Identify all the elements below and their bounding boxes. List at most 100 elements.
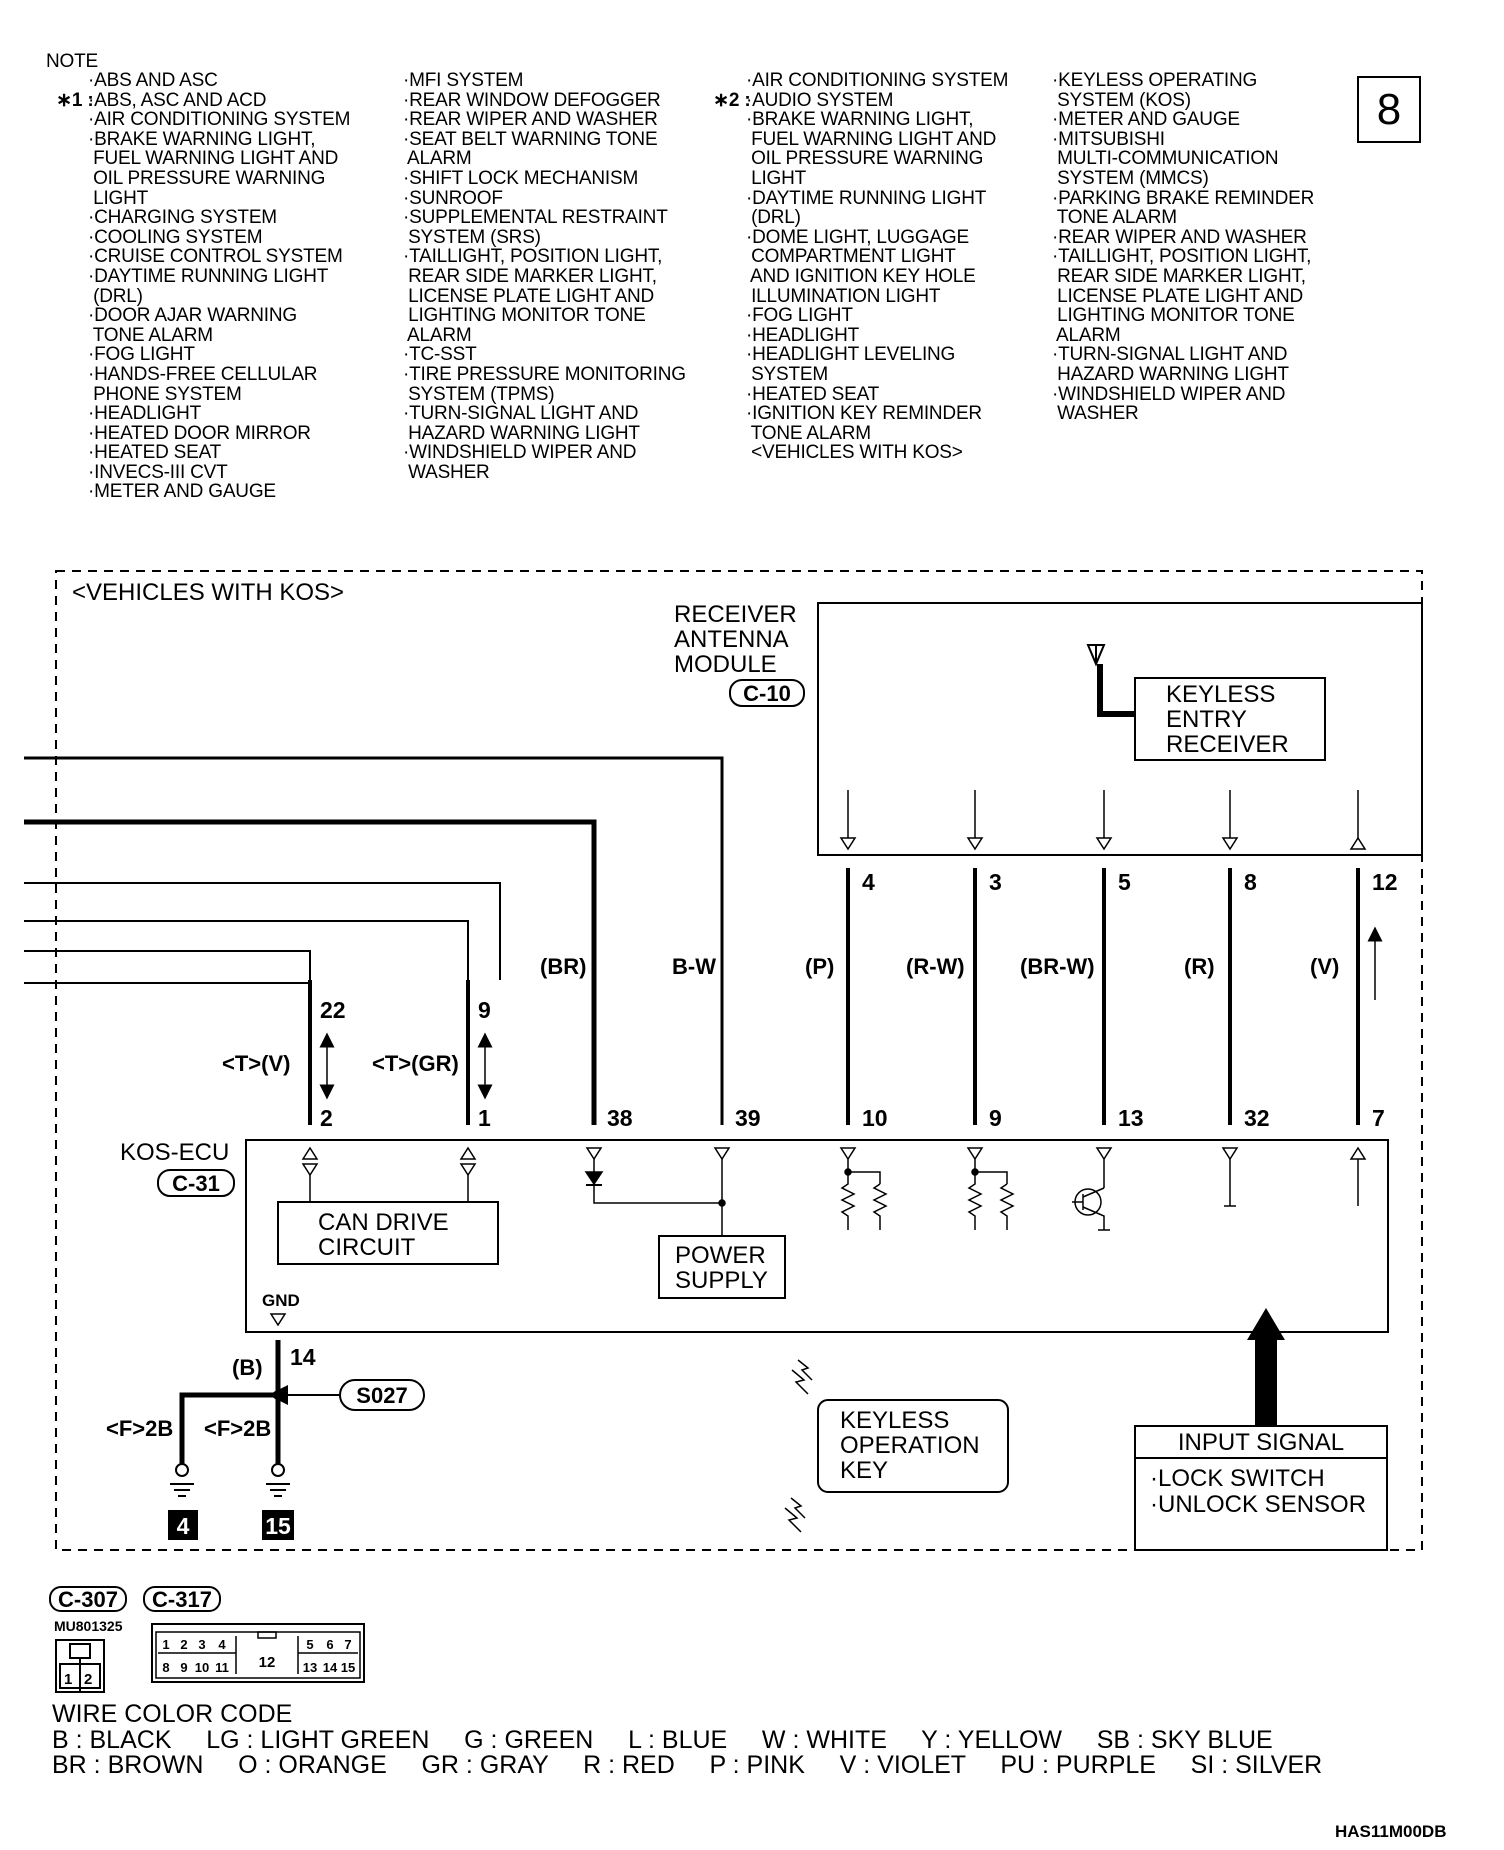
can-v-label: <T>(V): [222, 1051, 290, 1076]
receiver-connector: C-10: [743, 681, 791, 706]
note-line: OIL PRESSURE WARNING: [88, 167, 326, 189]
input-signal-arrow-head: [1247, 1308, 1285, 1340]
large-connector-pin: 2: [180, 1637, 187, 1652]
note-line: ·HEATED DOOR MIRROR: [88, 422, 311, 444]
note-line: ·SUPPLEMENTAL RESTRAINT: [403, 207, 668, 229]
note-line: ·REAR WIPER AND WASHER: [1052, 226, 1307, 248]
rw-p-bottom: 10: [862, 1105, 888, 1131]
note-line: ALARM: [1052, 324, 1121, 346]
note-line: TONE ALARM: [88, 324, 213, 346]
ker-label-1: KEYLESS: [1166, 681, 1275, 708]
rw-rw-color: (R-W): [906, 954, 965, 979]
ker-label-3: RECEIVER: [1166, 731, 1289, 758]
input-signal-item-2: ·UNLOCK SENSOR: [1150, 1491, 1366, 1518]
note-line: ·AIR CONDITIONING SYSTEM: [746, 70, 1009, 91]
note-line: SYSTEM (MMCS): [1052, 167, 1209, 189]
input-signal-arrow-shaft: [1255, 1336, 1277, 1426]
keyless-entry-receiver: [1134, 677, 1326, 761]
receiver-label-1: RECEIVER: [674, 601, 797, 628]
can-v-top-pin: 22: [320, 997, 346, 1023]
large-connector: [151, 1623, 365, 1683]
large-connector-pin: 4: [218, 1637, 226, 1652]
rw-v-top: 12: [1372, 869, 1398, 895]
wire-can-gr-a: [24, 882, 501, 980]
note-line: ·TURN-SIGNAL LIGHT AND: [1052, 344, 1288, 366]
note-line: ·ABS, ASC AND ACD: [88, 89, 267, 111]
note-line: LICENSE PLATE LIGHT AND: [403, 285, 655, 307]
connector-c317: C-317: [152, 1587, 212, 1612]
note-line: ·BRAKE WARNING LIGHT,: [746, 109, 974, 131]
wire-bw: [24, 756, 724, 1125]
can-gr-top-pin: 9: [478, 997, 491, 1023]
wire-color-code: WIRE COLOR CODE B : BLACK LG : LIGHT GRE…: [52, 1701, 1322, 1779]
small-connector: [55, 1639, 105, 1693]
kos-ecu-connector: C-31: [172, 1171, 220, 1196]
note-line: ·TAILLIGHT, POSITION LIGHT,: [1052, 246, 1312, 268]
rw-brw-bottom: 13: [1118, 1105, 1144, 1131]
ground-point-right: [262, 1510, 294, 1540]
note-line: MULTI-COMMUNICATION: [1052, 148, 1279, 170]
receiver-label-2: ANTENNA: [674, 626, 789, 653]
large-connector-pin: 8: [162, 1660, 169, 1675]
input-signal-item-1: ·LOCK SWITCH: [1150, 1465, 1325, 1492]
note-line: ILLUMINATION LIGHT: [746, 285, 941, 307]
note-line: ·HEATED SEAT: [88, 442, 222, 464]
note-line: ·TIRE PRESSURE MONITORING: [403, 363, 686, 385]
large-connector-pin: 13: [303, 1660, 317, 1675]
note-line: REAR SIDE MARKER LIGHT,: [403, 265, 657, 287]
ground-wire-color: (B): [232, 1355, 263, 1380]
wire-bw-color: B-W: [672, 954, 716, 979]
note-line: WASHER: [1052, 403, 1139, 425]
can-drive-circuit: [277, 1201, 499, 1265]
can-drive-2: CIRCUIT: [318, 1234, 416, 1261]
key-label-2: OPERATION: [840, 1432, 980, 1459]
note-line: ·WINDSHIELD WIPER AND: [403, 442, 637, 464]
note-line: ·PARKING BRAKE REMINDER: [1052, 187, 1315, 209]
note-line: AND IGNITION KEY HOLE: [746, 265, 976, 287]
wire-br-pin: 38: [607, 1105, 633, 1131]
ground-num-right: 15: [265, 1513, 291, 1539]
note-line: ·SHIFT LOCK MECHANISM: [403, 167, 639, 189]
connector-c307: C-307: [58, 1587, 118, 1612]
can-v-bottom-pin: 2: [320, 1105, 333, 1131]
note-line: LICENSE PLATE LIGHT AND: [1052, 285, 1304, 307]
note-line: ·SEAT BELT WARNING TONE: [403, 128, 658, 150]
ground-point-left: [168, 1510, 198, 1540]
star1-num: 1 :: [71, 89, 94, 111]
receiver-antenna-module: [817, 602, 1423, 856]
note-line: ·IGNITION KEY REMINDER: [746, 403, 982, 425]
antenna-icon: [1086, 644, 1135, 717]
ground-num-left: 4: [177, 1513, 190, 1539]
wire-can-gr-b: [24, 920, 469, 980]
note-line: HAZARD WARNING LIGHT: [403, 422, 640, 444]
note-line: ·WINDSHIELD WIPER AND: [1052, 383, 1286, 405]
note-line: ·INVECS-III CVT: [88, 461, 228, 483]
large-connector-pin: 15: [341, 1660, 355, 1675]
rw-brw-top: 5: [1118, 869, 1131, 895]
note-line: ·SUNROOF: [403, 187, 503, 209]
note-line: ·AUDIO SYSTEM: [746, 89, 894, 111]
note-line: ·REAR WIPER AND WASHER: [403, 109, 658, 131]
note-line: ALARM: [403, 324, 472, 346]
splice-label: S027: [356, 1383, 407, 1408]
ground-branch: [179, 1392, 278, 1465]
kos-ecu-label: KOS-ECU: [120, 1139, 229, 1166]
wcc-row-1: B : BLACK LG : LIGHT GREEN G : GREEN L :…: [52, 1725, 1273, 1754]
can-gr-bottom-pin: 1: [478, 1105, 491, 1131]
large-connector-pin: 1: [162, 1637, 169, 1652]
large-connector-pin: 11: [215, 1660, 229, 1675]
note-line: ·HEATED SEAT: [746, 383, 880, 405]
note-line: TONE ALARM: [746, 422, 871, 444]
note-column-3: ·AIR CONDITIONING SYSTEM·AUDIO SYSTEM·BR…: [746, 71, 1008, 463]
power-supply-2: SUPPLY: [675, 1267, 768, 1294]
note-line: <VEHICLES WITH KOS>: [746, 442, 963, 464]
note-line: OIL PRESSURE WARNING: [746, 148, 984, 170]
note-title: NOTE: [46, 51, 98, 72]
keyless-operation-key: [817, 1399, 1009, 1493]
note-line: ·HEADLIGHT: [88, 403, 202, 425]
rw-r-bottom: 32: [1244, 1105, 1270, 1131]
ground-right-label: <F>2B: [204, 1416, 271, 1441]
receiver-label-3: MODULE: [674, 651, 777, 678]
ground-left-label: <F>2B: [106, 1416, 173, 1441]
